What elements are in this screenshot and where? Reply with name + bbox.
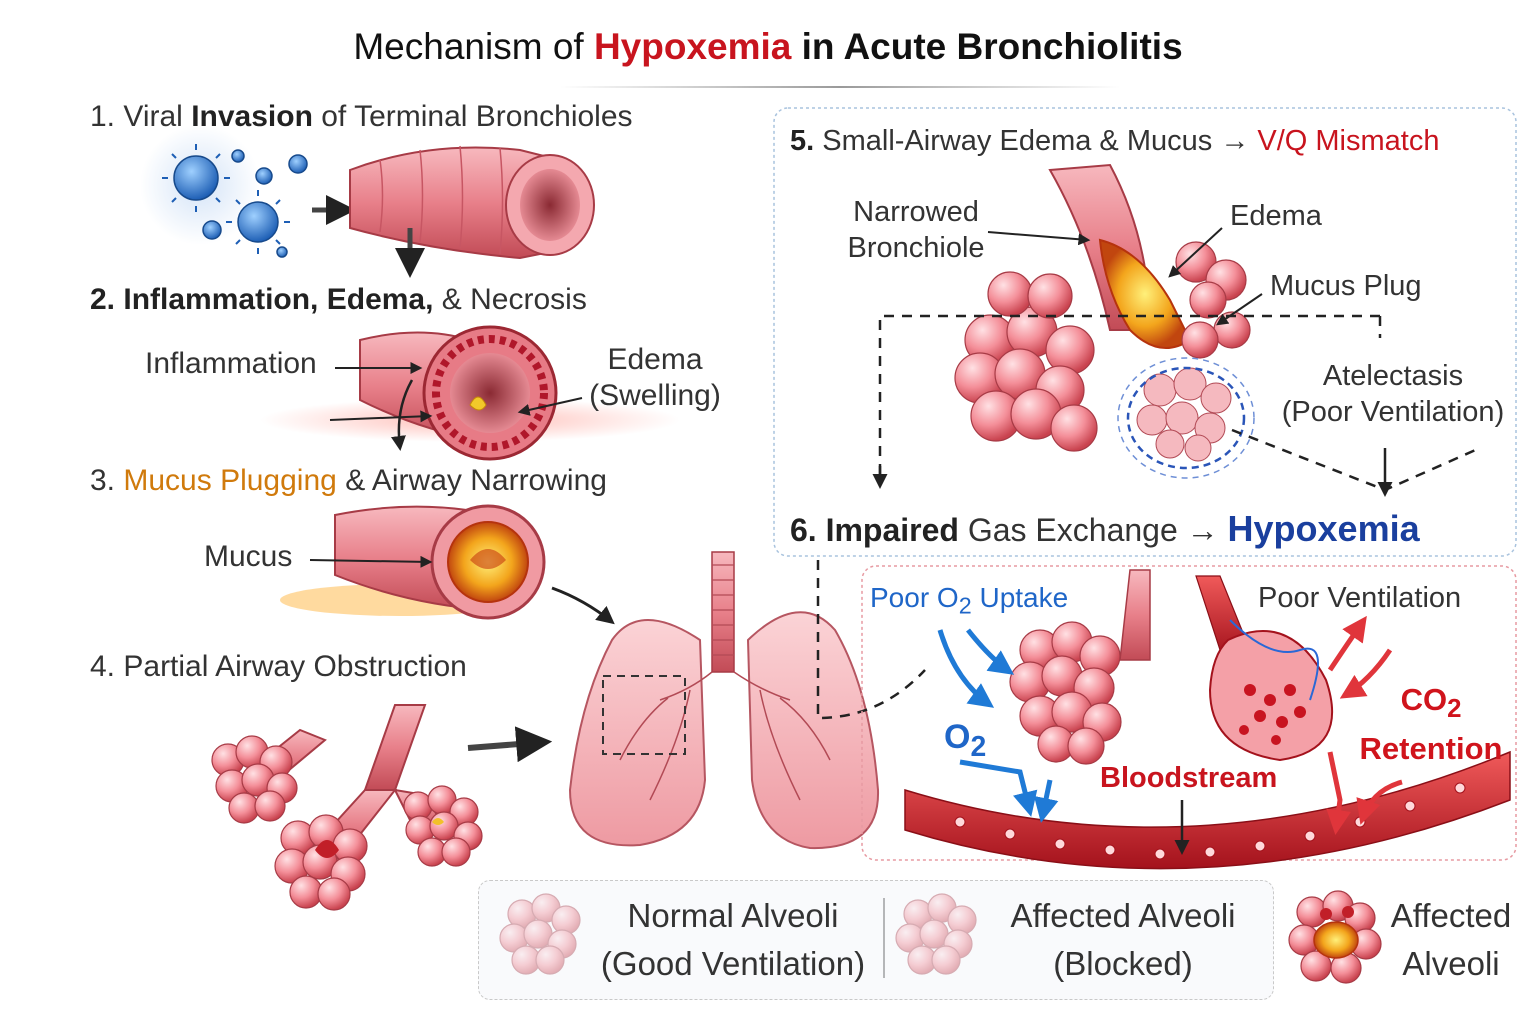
gas-exchange-illustration <box>904 569 1511 870</box>
step-5-heading: 5. Small-Airway Edema & Mucus → V/Q Mism… <box>790 125 1440 157</box>
lungs-illustration <box>568 551 880 850</box>
label-edema-step5: Edema <box>1230 200 1322 232</box>
title-underline <box>560 86 1120 88</box>
step-3-heading: 3. Mucus Plugging & Airway Narrowing <box>90 464 607 497</box>
label-mucus: Mucus <box>204 540 293 573</box>
step-6-heading: 6. Impaired Gas Exchange → Hypoxemia <box>790 508 1420 549</box>
label-poor-o2-uptake: Poor O2 Uptake <box>870 582 1069 619</box>
hypoxemia-result: Hypoxemia <box>1227 508 1420 549</box>
title-highlight: Hypoxemia <box>593 26 792 67</box>
airway-alveoli-detail-illustration <box>954 163 1255 479</box>
label-bloodstream: Bloodstream <box>1100 762 1278 794</box>
pointer-mucus <box>309 555 433 568</box>
label-co2-retention: CO2 Retention <box>1359 682 1503 767</box>
label-poor-ventilation: Poor Ventilation <box>1258 582 1462 614</box>
arrow-mucus-to-lung <box>551 586 615 625</box>
mucus-plugged-airway-illustration <box>280 504 546 620</box>
legend-normal-alveoli: Normal Alveoli (Good Ventilation) <box>600 897 866 982</box>
dashed-link-lung-to-detail <box>816 560 926 720</box>
step5-panel-border <box>773 107 1517 557</box>
step-2-heading: 2. Inflammation, Edema, & Necrosis <box>90 283 587 316</box>
label-narrowed-bronchiole: Narrowed Bronchiole <box>847 196 985 264</box>
oxygen-arrows <box>937 628 1059 823</box>
step-1-heading: 1. Viral Invasion of Terminal Bronchiole… <box>90 100 633 133</box>
legend-affected-alveoli-plugged: Affected Alveoli <box>1390 897 1512 982</box>
legend-plugged-alveoli-icon <box>1288 890 1382 984</box>
virus-cluster-illustration <box>140 125 308 258</box>
pointer-edema <box>517 397 583 416</box>
step-4-heading: 4. Partial Airway Obstruction <box>90 650 467 683</box>
label-atelectasis: Atelectasis (Poor Ventilation) <box>1281 360 1505 428</box>
pointer-mucus-plug <box>1216 293 1263 326</box>
pointer-edema-5 <box>1168 227 1223 278</box>
label-edema-swelling: Edema (Swelling) <box>589 343 721 412</box>
pointer-inflammation-3 <box>329 410 433 423</box>
arrow-obstruction-to-lung <box>467 726 553 763</box>
label-mucus-plug: Mucus Plug <box>1270 270 1422 302</box>
page-title: Mechanism of Hypoxemia in Acute Bronchio… <box>353 26 1183 67</box>
pointer-narrowed-bronchiole <box>987 231 1091 246</box>
label-o2: O2 <box>944 718 987 763</box>
partial-obstruction-illustration <box>211 704 483 911</box>
bronchiole-tube-illustration <box>349 145 595 260</box>
legend-box <box>478 880 1274 1000</box>
co2-arrows <box>1326 615 1403 835</box>
pointer-inflammation-2 <box>391 379 414 451</box>
label-inflammation: Inflammation <box>145 347 317 380</box>
legend-affected-alveoli: Affected Alveoli (Blocked) <box>1010 897 1236 982</box>
inflamed-airway-illustration <box>260 325 680 461</box>
